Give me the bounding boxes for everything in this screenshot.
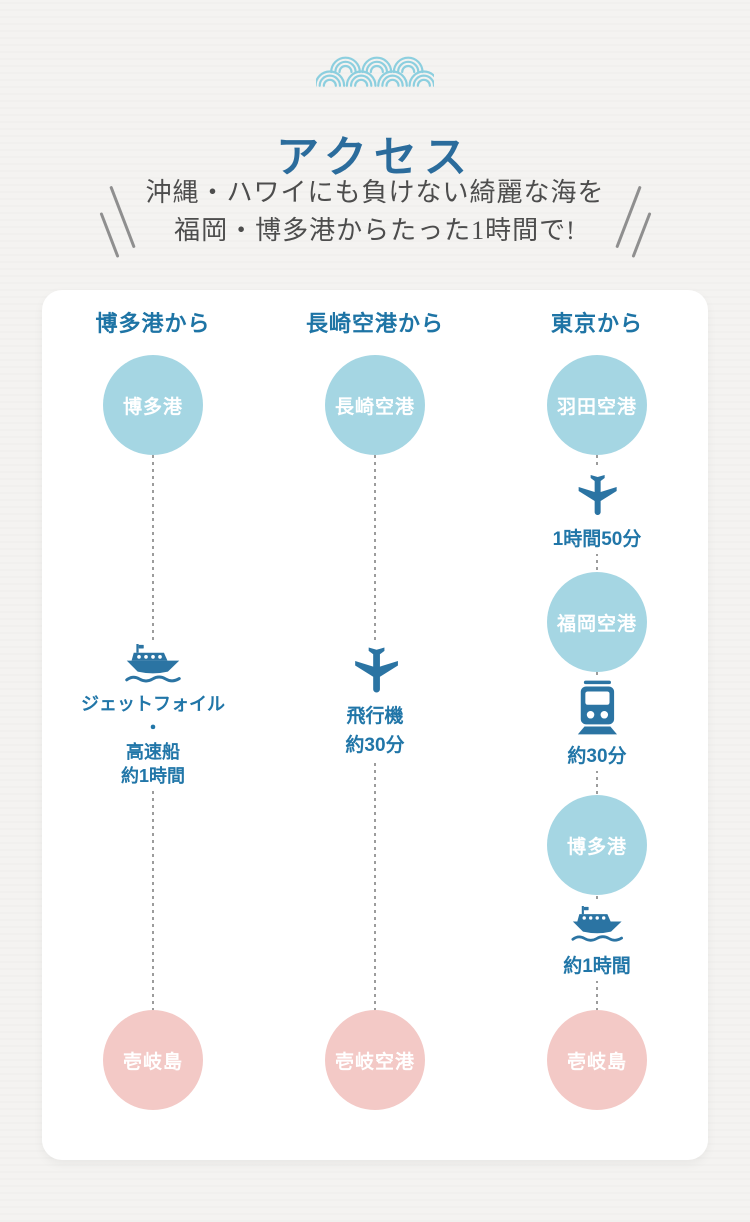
leg-line: ジェットフォイル [81,694,225,714]
ship-icon [125,643,181,687]
plane-icon [573,471,621,519]
route-heading: 博多港から [95,311,211,336]
route-leg: 約1時間 [555,902,639,981]
route-column-hakata-port: 博多港から 博多港 ジェットフ [42,290,264,1160]
route-start-node: 長崎空港 [325,355,425,455]
page-subtitle: 沖縄・ハワイにも負けない綺麗な海を 福岡・博多港からたった1時間で! [25,174,725,250]
route-column-nagasaki-airport: 長崎空港から 長崎空港 飛行機 約30分 壱岐空港 [264,290,486,1160]
route-heading: 長崎空港から [305,311,444,336]
route-mid-node: 福岡空港 [547,572,647,672]
route-end-node: 壱岐空港 [325,1010,425,1110]
leg-duration: 約30分 [567,746,627,767]
route-start-node: 博多港 [103,355,203,455]
route-leg: 約30分 [559,676,635,771]
route-leg: 飛行機 約30分 [337,640,413,763]
subtitle-line-2: 福岡・博多港からたった1時間で! [174,216,576,245]
seigaiha-wave-icon [314,56,440,92]
page-title: アクセス [276,134,474,182]
route-end-node: 壱岐島 [547,1010,647,1110]
access-card: 博多港から 博多港 ジェットフ [42,290,708,1160]
route-leg: ジェットフォイル ・ 高速船 約1時間 [73,640,233,791]
leg-duration: 1時間50分 [552,529,642,550]
leg-duration: 約1時間 [563,956,631,977]
leg-line: 飛行機 [346,706,404,727]
route-start-node: 羽田空港 [547,355,647,455]
leg-line: 高速船 [126,742,180,762]
route-end-node: 壱岐島 [103,1010,203,1110]
route-mid-node: 博多港 [547,795,647,895]
leg-line: ・ [144,718,162,738]
route-column-tokyo: 東京から 羽田空港 1時間50分 福岡空港 [486,290,708,1160]
plane-icon [348,643,402,697]
route-leg: 1時間50分 [544,468,650,554]
ship-icon [571,905,623,946]
train-icon [572,679,622,736]
subtitle-line-1: 沖縄・ハワイにも負けない綺麗な海を [145,178,605,207]
route-heading: 東京から [550,311,643,336]
leg-line: 約1時間 [120,766,185,786]
leg-line: 約30分 [345,735,405,756]
